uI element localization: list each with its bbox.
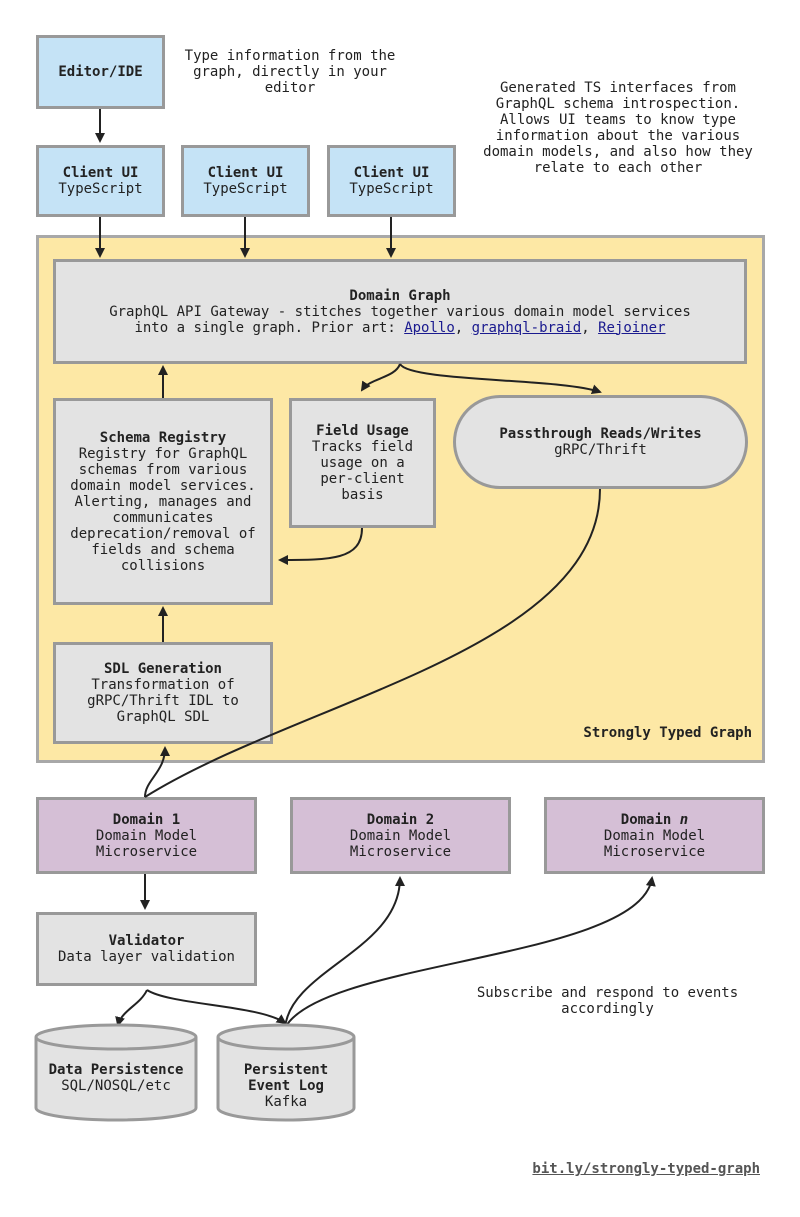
domain-n-title-prefix: Domain [620, 811, 672, 828]
schema-registry-box: Schema Registry Registry for GraphQL sch… [53, 398, 273, 605]
domain-2-line1: Domain Model [349, 827, 452, 844]
prior-art-label: into a single graph. Prior art: [134, 319, 396, 336]
validator-title: Validator [108, 933, 185, 949]
field-usage-description: Tracks field usage on a per-client basis [311, 439, 414, 503]
passthrough-box: Passthrough Reads/Writes gRPC/Thrift [453, 395, 748, 489]
client-ui-title: Client UI [207, 165, 284, 181]
domain-1-box: Domain 1 Domain Model Microservice [36, 797, 257, 874]
client-ui-box-2: Client UI TypeScript [181, 145, 310, 217]
domain-n-line2: Microservice [603, 843, 706, 860]
arrow-eventlog-to-domain2 [284, 876, 405, 1029]
apollo-link[interactable]: Apollo [404, 319, 455, 336]
domain-graph-title: Domain Graph [349, 287, 451, 304]
domain-graph-line1: GraphQL API Gateway - stitches together … [109, 303, 691, 320]
schema-registry-title: Schema Registry [99, 429, 227, 446]
domain-n-box: Domain n Domain Model Microservice [544, 797, 765, 874]
client-ui-title: Client UI [62, 165, 139, 181]
editor-note: Type information from the graph, directl… [184, 48, 396, 96]
client-ui-subtitle: TypeScript [203, 181, 288, 197]
sdl-generation-title: SDL Generation [103, 661, 222, 677]
domain-graph-line2: into a single graph. Prior art: Apollo, … [134, 320, 665, 336]
footer-link[interactable]: bit.ly/strongly-typed-graph [532, 1161, 760, 1177]
field-usage-title: Field Usage [316, 423, 409, 439]
domain-2-title: Domain 2 [366, 811, 435, 828]
graph-area-label: Strongly Typed Graph [583, 725, 752, 741]
event-log-title: Persistent Event Log [243, 1062, 329, 1094]
domain-1-line1: Domain Model [95, 827, 198, 844]
events-note: Subscribe and respond to events accordin… [476, 985, 739, 1017]
client-ui-box-3: Client UI TypeScript [327, 145, 456, 217]
validator-box: Validator Data layer validation [36, 912, 257, 986]
domain-1-title: Domain 1 [112, 811, 181, 828]
data-persistence-label: Data Persistence SQL/NOSQL/etc [46, 1062, 186, 1094]
data-persistence-title: Data Persistence [48, 1062, 184, 1078]
event-log-subtitle: Kafka [264, 1094, 308, 1110]
arrow-validator-to-data [115, 989, 148, 1027]
schema-registry-description: Registry for GraphQL schemas from variou… [70, 445, 256, 574]
domain-n-title: Domain n [621, 812, 688, 828]
field-usage-box: Field Usage Tracks field usage on a per-… [289, 398, 436, 528]
domain-2-box: Domain 2 Domain Model Microservice [290, 797, 511, 874]
domain-2-line2: Microservice [349, 843, 452, 860]
graphql-braid-link[interactable]: graphql-braid [471, 319, 582, 336]
sdl-generation-description: Transformation of gRPC/Thrift IDL to Gra… [87, 677, 239, 725]
domain-graph-box: Domain Graph GraphQL API Gateway - stitc… [53, 259, 747, 364]
arrow-validator-to-eventlog [146, 989, 287, 1025]
editor-ide-title: Editor/IDE [58, 64, 143, 80]
validator-description: Data layer validation [57, 949, 235, 965]
data-persistence-subtitle: SQL/NOSQL/etc [61, 1078, 171, 1094]
editor-ide-box: Editor/IDE [36, 35, 165, 109]
passthrough-subtitle: gRPC/Thrift [554, 442, 647, 458]
client-ui-subtitle: TypeScript [58, 181, 143, 197]
passthrough-title: Passthrough Reads/Writes [499, 426, 702, 442]
link-separator: , [454, 319, 464, 336]
domain-1-line2: Microservice [95, 843, 198, 860]
domain-n-line1: Domain Model [603, 827, 706, 844]
sdl-generation-box: SDL Generation Transformation of gRPC/Th… [53, 642, 273, 744]
domain-n-variable: n [679, 811, 689, 828]
typescript-interfaces-note: Generated TS interfaces from GraphQL sch… [483, 80, 753, 176]
rejoiner-link[interactable]: Rejoiner [598, 319, 666, 336]
link-separator: , [581, 319, 590, 336]
event-log-label: Persistent Event Log Kafka [226, 1062, 346, 1110]
client-ui-subtitle: TypeScript [349, 181, 434, 197]
client-ui-title: Client UI [353, 165, 430, 181]
client-ui-box-1: Client UI TypeScript [36, 145, 165, 217]
